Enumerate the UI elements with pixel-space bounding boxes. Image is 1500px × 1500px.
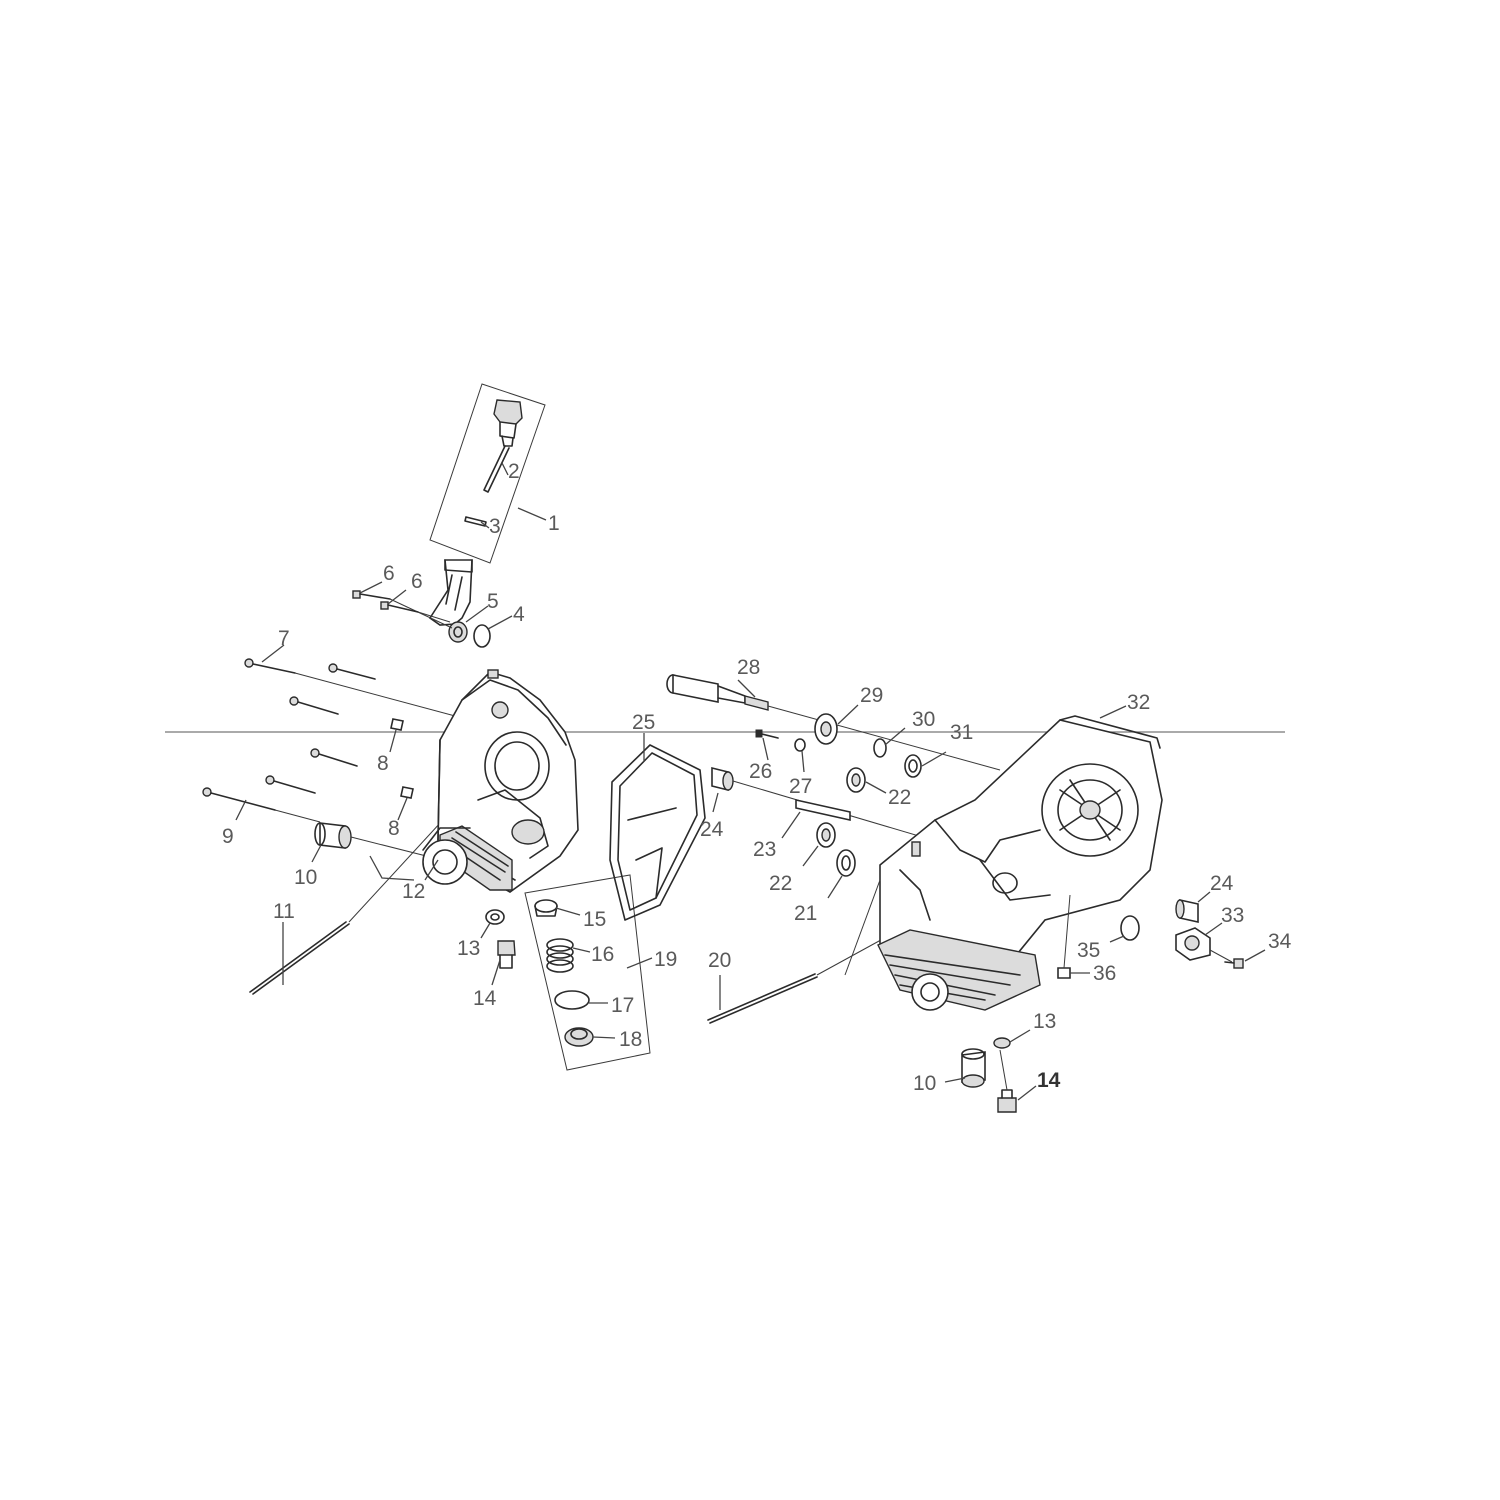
drain-washer-right	[993, 1037, 1011, 1049]
callout-14a: 14	[473, 987, 497, 1010]
screen-oring	[554, 990, 590, 1010]
seal-21	[836, 849, 856, 877]
cover-plate-33	[1175, 927, 1233, 963]
pin-23	[795, 799, 851, 821]
filler-oring	[473, 624, 491, 648]
callout-6a: 6	[383, 562, 395, 585]
bolt-long-bottom	[202, 787, 321, 823]
filler-bolt-a	[352, 590, 453, 629]
callout-29: 29	[860, 684, 883, 707]
bolt-short-2	[289, 696, 339, 715]
callout-16: 16	[591, 943, 614, 966]
output-shaft	[666, 674, 1001, 771]
callout-14b: 14	[1037, 1069, 1061, 1092]
small-washer-27	[794, 738, 806, 752]
callout-10a: 10	[294, 866, 317, 889]
callout-33: 33	[1221, 904, 1244, 927]
callout-7: 7	[278, 627, 290, 650]
callout-30: 30	[912, 708, 935, 731]
callout-8a: 8	[377, 752, 389, 775]
callout-labels: 1 2 3 4 5 6 6 7 8 8 9 10 11 12 13 14 15 …	[222, 460, 1292, 1095]
dipstick-kit-frame	[429, 383, 546, 564]
callout-24a: 24	[700, 818, 724, 841]
dipstick-assembly-group	[429, 383, 546, 564]
callout-32: 32	[1127, 691, 1150, 714]
callout-2: 2	[508, 460, 520, 483]
bushing-left	[314, 822, 451, 863]
oil-screen-kit-frame	[524, 874, 651, 1071]
callout-11: 11	[273, 900, 295, 923]
filler-bolt-b	[380, 601, 451, 623]
oil-filler-neck-group	[352, 559, 491, 648]
callout-17: 17	[611, 994, 634, 1017]
bolt-34	[1224, 958, 1244, 969]
callout-22a: 22	[888, 786, 911, 809]
shaft-bearing	[814, 713, 838, 745]
bushing-24-right	[1175, 899, 1199, 923]
callout-3: 3	[489, 515, 501, 538]
callout-8b: 8	[388, 817, 400, 840]
crankcase-gasket	[609, 744, 706, 921]
callout-31: 31	[950, 721, 973, 744]
right-crankcase-half	[844, 715, 1163, 1011]
callout-19: 19	[654, 948, 677, 971]
bolt-long-top	[244, 658, 471, 721]
callout-15: 15	[583, 908, 606, 931]
dowel-pin-b	[400, 786, 414, 799]
stud-bolt-right	[707, 934, 891, 1024]
callout-35: 35	[1077, 939, 1100, 962]
callout-13b: 13	[1033, 1010, 1056, 1033]
dowel-pin-a	[390, 718, 404, 731]
callout-22b: 22	[769, 872, 792, 895]
callout-10b: 10	[913, 1072, 936, 1095]
callout-34: 34	[1268, 930, 1292, 953]
callout-23: 23	[753, 838, 776, 861]
drain-bolt-right	[997, 1049, 1017, 1113]
shaft-circlip	[873, 738, 887, 758]
leader-lines	[235, 462, 1266, 1101]
callout-24b: 24	[1210, 872, 1234, 895]
bolt-short-4	[265, 775, 316, 794]
callout-18: 18	[619, 1028, 642, 1051]
drain-bolt-left	[497, 940, 516, 969]
bolt-short-3	[310, 748, 358, 767]
callout-28: 28	[737, 656, 760, 679]
drain-washer-left	[485, 909, 505, 925]
bearing-22-upper	[846, 767, 866, 793]
dipstick-rod	[483, 445, 510, 493]
callout-6b: 6	[411, 570, 423, 593]
callout-1: 1	[548, 512, 560, 535]
callout-4: 4	[513, 603, 525, 626]
callout-27: 27	[789, 775, 812, 798]
screen-cap	[534, 899, 558, 917]
bolt-short-1	[328, 663, 376, 680]
callout-26: 26	[749, 760, 772, 783]
oil-screen-kit-group	[524, 874, 651, 1071]
callout-13a: 13	[457, 937, 480, 960]
small-bolt-26	[755, 729, 779, 739]
screw-36	[1057, 894, 1071, 979]
screen-plug	[564, 1027, 594, 1047]
callout-21: 21	[794, 902, 817, 925]
screen-spring	[546, 938, 574, 973]
bushing-right	[961, 1048, 986, 1088]
shaft-seal	[904, 754, 922, 778]
callout-5: 5	[487, 590, 499, 613]
left-case-bolts	[202, 658, 471, 823]
callout-12: 12	[402, 880, 425, 903]
callout-9: 9	[222, 825, 234, 848]
bearing-22-lower	[816, 822, 836, 848]
left-crankcase-half	[422, 669, 579, 893]
dipstick-oring	[464, 516, 487, 527]
dipstick-cap	[493, 399, 523, 447]
callout-36: 36	[1093, 962, 1116, 985]
callout-25: 25	[632, 711, 655, 734]
oring-35	[1120, 915, 1140, 941]
callout-20: 20	[708, 949, 731, 972]
